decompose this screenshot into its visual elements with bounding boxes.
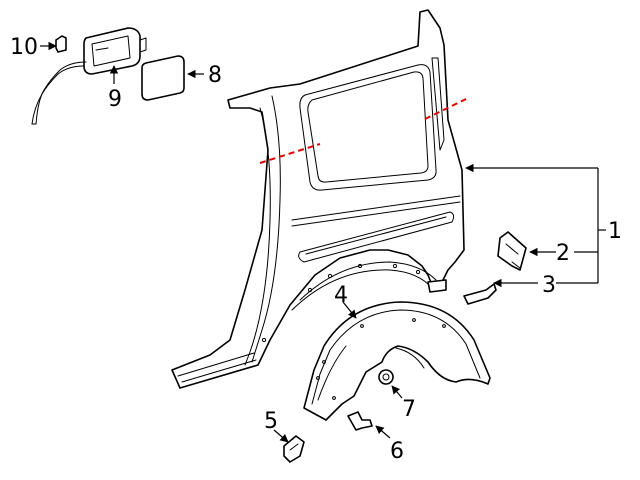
callout-1: 1 <box>608 219 622 244</box>
callout-4: 4 <box>334 283 348 308</box>
cut-line-front <box>259 143 321 164</box>
fuel-door-housing <box>31 27 147 125</box>
callout-8: 8 <box>208 63 222 88</box>
push-pin-part-6 <box>347 411 373 431</box>
wheel-liner <box>303 301 491 421</box>
leader-lines <box>40 41 606 443</box>
callout-9: 9 <box>108 87 122 112</box>
callout-7: 7 <box>402 397 416 422</box>
callout-2: 2 <box>556 241 570 266</box>
callout-5: 5 <box>264 409 278 434</box>
fuel-door <box>141 55 185 101</box>
callout-6: 6 <box>390 439 404 464</box>
callout-10: 10 <box>10 35 38 60</box>
quarter-panel <box>171 9 465 389</box>
callout-3: 3 <box>542 273 556 298</box>
nut-part-7 <box>378 369 394 385</box>
bracket-part-3 <box>463 283 497 305</box>
cut-line-rear <box>424 98 467 120</box>
bracket-part-2 <box>497 231 527 271</box>
clip-part-5 <box>283 435 305 463</box>
clip-part-10 <box>55 35 67 53</box>
